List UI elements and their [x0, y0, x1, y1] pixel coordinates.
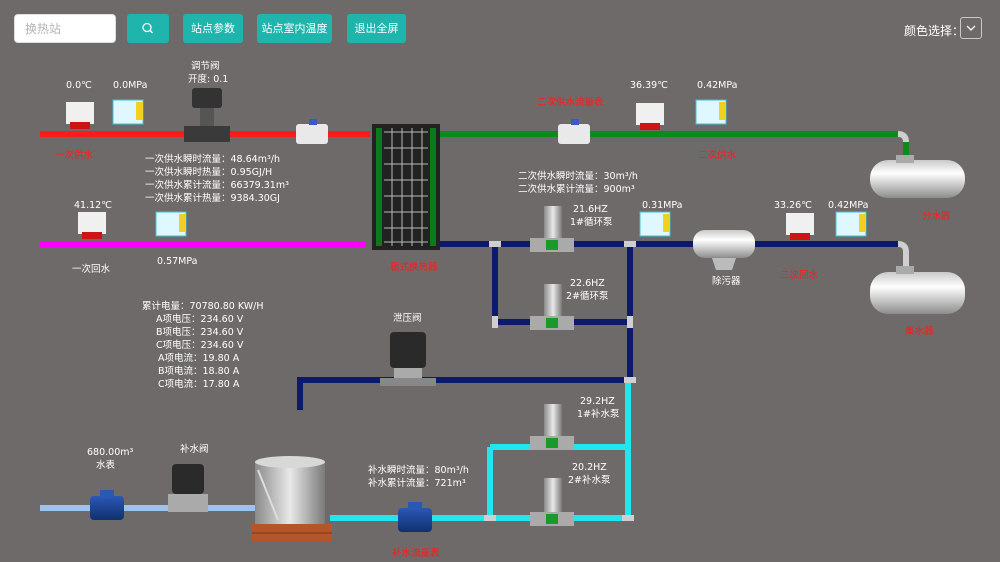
- makeup-flowmeter: [398, 502, 432, 532]
- electric-ic: C项电流：17.80 A: [158, 379, 240, 390]
- pump-3-name: 1#补水泵: [577, 409, 620, 420]
- primary-supply-temp-sensor: [66, 102, 94, 129]
- primary-supply-label: 一次供水: [55, 150, 94, 161]
- secondary-return-pressure-right: 0.42MPa: [828, 200, 869, 211]
- primary-return-temp: 41.12℃: [74, 200, 112, 211]
- electric-total: 累计电量：70780.80 KW/H: [142, 301, 264, 312]
- dirt-filter: [693, 230, 755, 270]
- heat-exchanger-label: 板式换热器: [390, 262, 438, 273]
- secondary-return-temp-sensor: [786, 213, 814, 240]
- city-water-pipe: [40, 505, 265, 511]
- secondary-supply-temp-sensor: [636, 103, 664, 130]
- relief-valve: [380, 332, 436, 386]
- dirt-filter-label: 除污器: [712, 276, 741, 287]
- makeup-flow-total: 补水累计流量：721m³: [368, 478, 466, 489]
- circulation-pump-1: [530, 206, 574, 252]
- collector-tank: [870, 266, 965, 314]
- primary-stat-1: 一次供水瞬时流量：48.64m³/h: [145, 154, 280, 165]
- makeup-valve: [168, 464, 208, 512]
- search-icon: [142, 22, 153, 34]
- color-select-dropdown[interactable]: [960, 17, 982, 39]
- electric-vc: C项电压：234.60 V: [156, 340, 244, 351]
- electric-va: A项电压：234.60 V: [156, 314, 244, 325]
- primary-return-pressure: 0.57MPa: [157, 256, 198, 267]
- plate-heat-exchanger: [372, 124, 440, 250]
- primary-return-pressure-sensor: [155, 211, 187, 237]
- water-meter-label: 水表: [96, 460, 116, 471]
- divider-tank: [870, 155, 965, 198]
- electric-vb: B项电压：234.60 V: [156, 327, 244, 338]
- station-indoor-temp-button[interactable]: 站点室内温度: [257, 14, 332, 43]
- makeup-flow-instant: 补水瞬时流量：80m³/h: [368, 465, 469, 476]
- collector-tank-label: 集水器: [905, 326, 934, 337]
- divider-tank-label: 分水器: [922, 211, 951, 222]
- primary-stat-2: 一次供水瞬时热量：0.95GJ/H: [145, 167, 273, 178]
- primary-return-pipe: [40, 241, 365, 247]
- primary-return-label: 一次回水: [72, 264, 111, 275]
- relief-valve-label: 泄压阀: [393, 313, 422, 324]
- primary-supply-pressure-sensor: [112, 99, 144, 125]
- secondary-supply-pressure: 0.42MPa: [697, 80, 738, 91]
- makeup-flowmeter-label: 补水流量表: [392, 548, 440, 559]
- electric-ib: B项电流：18.80 A: [158, 366, 240, 377]
- makeup-valve-label: 补水阀: [180, 444, 209, 455]
- primary-supply-pressure: 0.0MPa: [113, 80, 148, 91]
- secondary-return-pressure-sensor-right: [835, 211, 867, 237]
- secondary-supply-temp: 36.39℃: [630, 80, 668, 91]
- secondary-return-temp: 33.26℃: [774, 200, 812, 211]
- secondary-return-label: 二次回水: [780, 270, 819, 281]
- pump-2-name: 2#循环泵: [566, 291, 609, 302]
- pump-4-name: 2#补水泵: [568, 475, 611, 486]
- station-params-button[interactable]: 站点参数: [183, 14, 243, 43]
- pump-1-freq: 21.6HZ: [573, 204, 608, 215]
- regulating-valve: [184, 88, 230, 142]
- secondary-supply-label: 二次供水: [698, 150, 737, 161]
- water-meter-value: 680.00m³: [87, 447, 134, 458]
- pump-2-freq: 22.6HZ: [570, 278, 605, 289]
- secondary-stat-1: 二次供水瞬时流量：30m³/h: [518, 171, 638, 182]
- valve-title: 调节阀: [191, 61, 220, 72]
- secondary-supply-pressure-sensor: [695, 99, 727, 125]
- electric-ia: A项电流：19.80 A: [158, 353, 240, 364]
- station-search-input[interactable]: 换热站: [14, 14, 116, 43]
- secondary-return-pressure-left: 0.31MPa: [642, 200, 683, 211]
- pump-1-name: 1#循环泵: [570, 217, 613, 228]
- valve-opening: 开度: 0.1: [188, 74, 229, 85]
- secondary-return-pipe: [440, 241, 900, 247]
- search-button[interactable]: [127, 14, 169, 43]
- primary-stat-3: 一次供水累计流量：66379.31m³: [145, 180, 289, 191]
- primary-stat-4: 一次供水累计热量：9384.30GJ: [145, 193, 280, 204]
- pump-3-freq: 29.2HZ: [580, 396, 615, 407]
- secondary-return-pressure-sensor-left: [639, 211, 671, 237]
- secondary-flowmeter: [558, 119, 590, 144]
- water-meter: [90, 490, 124, 520]
- makeup-water-tank: [252, 456, 332, 542]
- color-select-label: 颜色选择：: [904, 24, 965, 38]
- pump-4-freq: 20.2HZ: [572, 462, 607, 473]
- circulation-pump-2: [530, 284, 574, 330]
- secondary-flowmeter-label: 二次供水流量表: [537, 97, 604, 108]
- secondary-stat-2: 二次供水累计流量：900m³: [518, 184, 635, 195]
- exit-fullscreen-button[interactable]: 退出全屏: [347, 14, 406, 43]
- makeup-pump-2: [530, 478, 574, 526]
- secondary-supply-pipe: [440, 131, 900, 137]
- primary-supply-temp: 0.0℃: [66, 80, 92, 91]
- primary-flowmeter: [296, 119, 328, 144]
- chevron-down-icon: [966, 25, 976, 31]
- primary-return-temp-sensor: [78, 212, 106, 239]
- makeup-pump-1: [530, 404, 574, 450]
